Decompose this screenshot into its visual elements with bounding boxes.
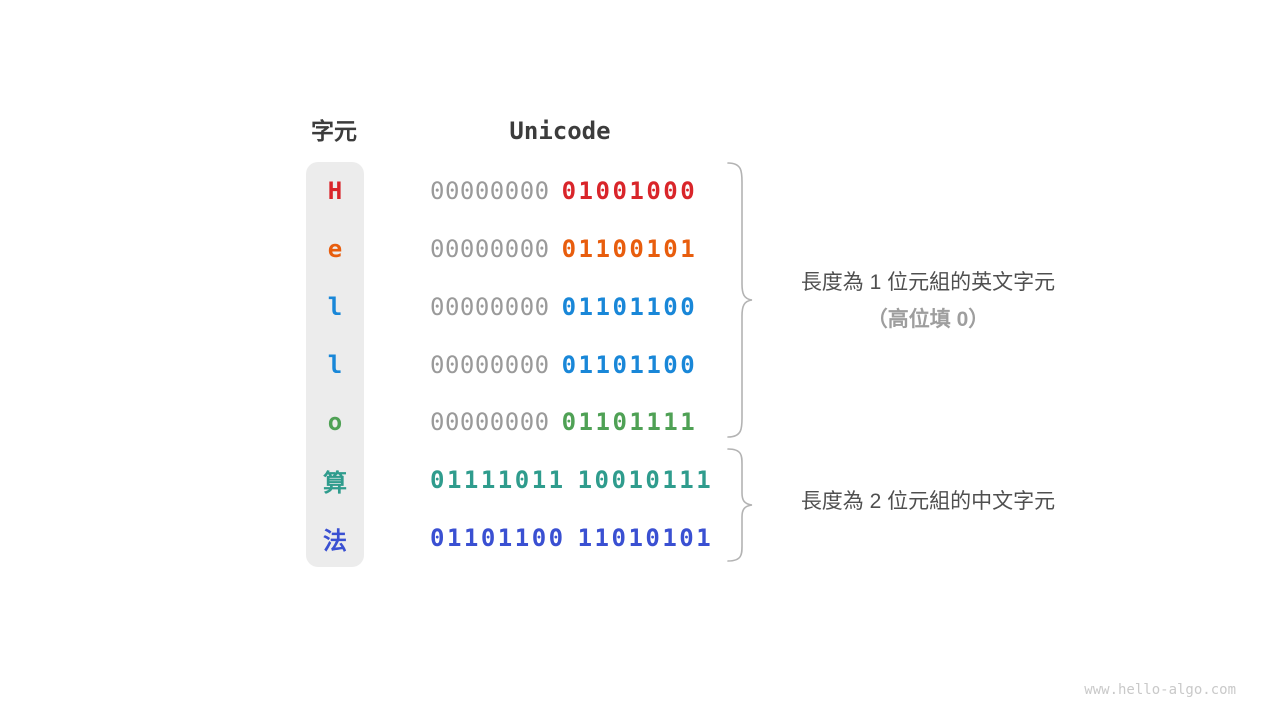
char-column-header: 字元 — [311, 118, 357, 144]
high-byte: 01111011 — [430, 466, 566, 495]
watermark: www.hello-algo.com — [1084, 682, 1236, 698]
low-byte: 01101100 — [561, 292, 698, 321]
char-column-background — [306, 162, 364, 567]
character-cell: l — [327, 350, 343, 379]
low-byte: 01101100 — [561, 350, 698, 379]
high-byte: 01101100 — [430, 524, 566, 553]
table-row: 法 01101100 11010101 — [306, 509, 716, 567]
binary-code: 01111011 10010111 — [430, 466, 713, 494]
annotation-english-line1: 長度為 1 位元組的英文字元 — [800, 271, 1056, 294]
table-row: l 00000000 01101100 — [306, 336, 716, 394]
unicode-column-header: Unicode — [509, 117, 611, 145]
brace-english-group — [727, 162, 753, 438]
table-row: 算 01111011 10010111 — [306, 451, 716, 509]
low-byte: 01101111 — [561, 408, 698, 437]
low-byte: 01100101 — [561, 234, 698, 263]
character-cell: 算 — [323, 468, 347, 497]
binary-code: 01101100 11010101 — [430, 524, 713, 552]
high-byte: 00000000 — [430, 408, 550, 437]
annotation-chinese-group: 長度為 2 位元組的中文字元 — [756, 483, 1100, 520]
high-byte: 00000000 — [430, 176, 550, 205]
table-row: H 00000000 01001000 — [306, 162, 716, 220]
binary-code: 00000000 01100101 — [430, 235, 697, 263]
character-cell: e — [327, 234, 343, 263]
binary-code: 00000000 01101111 — [430, 408, 697, 436]
binary-code: 00000000 01101100 — [430, 351, 697, 379]
table-row: l 00000000 01101100 — [306, 278, 716, 336]
high-byte: 00000000 — [430, 234, 550, 263]
low-byte: 10010111 — [577, 466, 714, 495]
low-byte: 11010101 — [577, 524, 714, 553]
character-cell: H — [327, 176, 343, 205]
character-cell: o — [327, 408, 343, 437]
high-byte: 00000000 — [430, 350, 550, 379]
annotation-english-group: 長度為 1 位元組的英文字元 （高位填 0） — [756, 264, 1100, 338]
table-row: e 00000000 01100101 — [306, 220, 716, 278]
encoding-rows: H 00000000 01001000 e 00000000 01100101 l … — [306, 162, 716, 567]
low-byte: 01001000 — [561, 176, 698, 205]
character-cell: l — [327, 292, 343, 321]
binary-code: 00000000 01101100 — [430, 293, 697, 321]
binary-code: 00000000 01001000 — [430, 177, 697, 205]
table-row: o 00000000 01101111 — [306, 393, 716, 451]
annotation-english-line2: （高位填 0） — [866, 308, 990, 331]
high-byte: 00000000 — [430, 292, 550, 321]
character-cell: 法 — [323, 526, 347, 555]
brace-chinese-group — [727, 448, 753, 562]
annotation-chinese-line1: 長度為 2 位元組的中文字元 — [800, 490, 1056, 513]
